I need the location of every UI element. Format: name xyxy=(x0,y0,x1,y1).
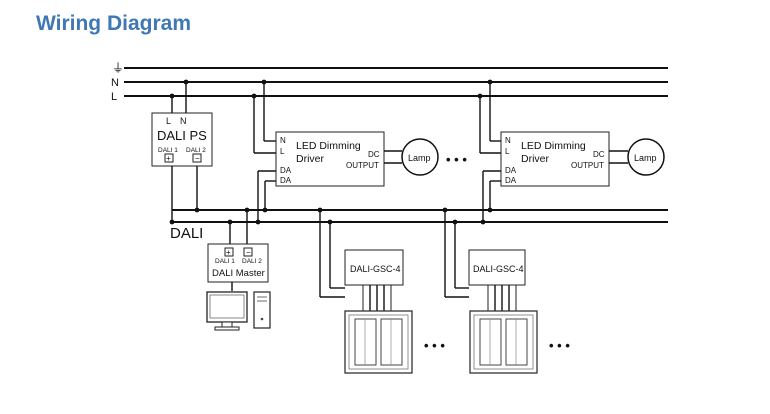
led-driver-1-n: N xyxy=(280,136,286,145)
led-driver-1-l: L xyxy=(280,147,285,156)
led-driver-2-output: OUTPUT xyxy=(571,161,604,170)
mains-bus: ⏚ N L xyxy=(111,61,668,103)
lamp-1-label: Lamp xyxy=(408,153,431,163)
dali-gsc-1: DALI-GSC-4 xyxy=(317,207,404,312)
dali-master-term1: DALI 1 xyxy=(215,258,235,265)
led-driver-2-n: N xyxy=(505,136,511,145)
dali-ps-minus: − xyxy=(195,154,200,163)
dali-bus-label: DALI xyxy=(170,225,203,242)
dali-master-plus-terminal xyxy=(224,247,234,257)
dali-master-name: DALI Master xyxy=(212,268,265,279)
led-driver-2-box xyxy=(500,131,610,187)
lamp-2-label: Lamp xyxy=(634,153,657,163)
wall-switch-panel-icon xyxy=(469,310,538,374)
led-driver-2-dc: DC xyxy=(593,150,605,159)
dali-master-plus: + xyxy=(226,248,231,257)
computer-monitor-icon xyxy=(206,291,248,331)
led-driver-1-output: OUTPUT xyxy=(346,161,379,170)
led-driver-2-subtitle: Driver xyxy=(521,153,550,165)
dali-gsc-2: DALI-GSC-4 xyxy=(442,207,526,312)
lamp-icon xyxy=(627,138,665,176)
dali-master-minus-terminal xyxy=(243,247,253,257)
wall-switch-panel-icon xyxy=(344,310,413,374)
lamp-icon xyxy=(401,138,439,176)
dali-ps-minus-terminal xyxy=(192,153,202,163)
led-driver-1-title: LED Dimming xyxy=(296,140,361,152)
switch-ellipsis-2: • • • xyxy=(549,338,570,353)
bus-label-l: L xyxy=(111,91,117,103)
driver-ellipsis: • • • xyxy=(446,152,467,167)
dali-ps-l-label: L xyxy=(166,116,171,126)
dali-master-minus: − xyxy=(246,248,251,257)
dali-master-box xyxy=(207,243,269,283)
led-driver-2-l: L xyxy=(505,147,510,156)
dali-ps-name: DALI PS xyxy=(157,128,207,143)
led-driver-1-dc: DC xyxy=(368,150,380,159)
led-driver-1-da1: DA xyxy=(280,166,292,175)
computer xyxy=(206,291,271,331)
dali-ps-n-label: N xyxy=(180,116,187,126)
switch-ellipsis-1: • • • xyxy=(424,338,445,353)
dali-master: + − DALI 1 DALI 2 DALI Master xyxy=(207,207,269,291)
led-driver-2-title: LED Dimming xyxy=(521,140,586,152)
dali-master-term2: DALI 2 xyxy=(242,258,262,265)
led-driver-1-subtitle: Driver xyxy=(296,153,325,165)
computer-tower-icon xyxy=(253,291,271,329)
dali-ps-plus-terminal xyxy=(164,153,174,163)
led-driver-2-da1: DA xyxy=(505,166,517,175)
bus-label-n: N xyxy=(111,77,119,89)
led-driver-1: N L LED Dimming Driver DC OUTPUT DA DA L… xyxy=(251,79,439,225)
led-driver-2-da2: DA xyxy=(505,176,517,185)
diagram-title: Wiring Diagram xyxy=(36,12,191,35)
earth-symbol-icon: ⏚ xyxy=(112,61,124,75)
dali-ps: L N DALI PS DALI 1 DALI 2 + − xyxy=(151,79,213,225)
led-driver-1-box xyxy=(275,131,385,187)
led-driver-2: N L LED Dimming Driver DC OUTPUT DA DA L… xyxy=(477,79,665,225)
dali-ps-plus: + xyxy=(166,154,171,163)
dali-ps-box xyxy=(151,112,213,167)
led-driver-1-da2: DA xyxy=(280,176,292,185)
dali-gsc-2-label: DALI-GSC-4 xyxy=(473,264,524,274)
dali-ps-term1: DALI 1 xyxy=(158,147,178,154)
dali-gsc-1-box xyxy=(344,249,404,286)
dali-ps-term2: DALI 2 xyxy=(186,147,206,154)
dali-gsc-1-label: DALI-GSC-4 xyxy=(350,264,401,274)
dali-bus: DALI xyxy=(170,209,668,242)
